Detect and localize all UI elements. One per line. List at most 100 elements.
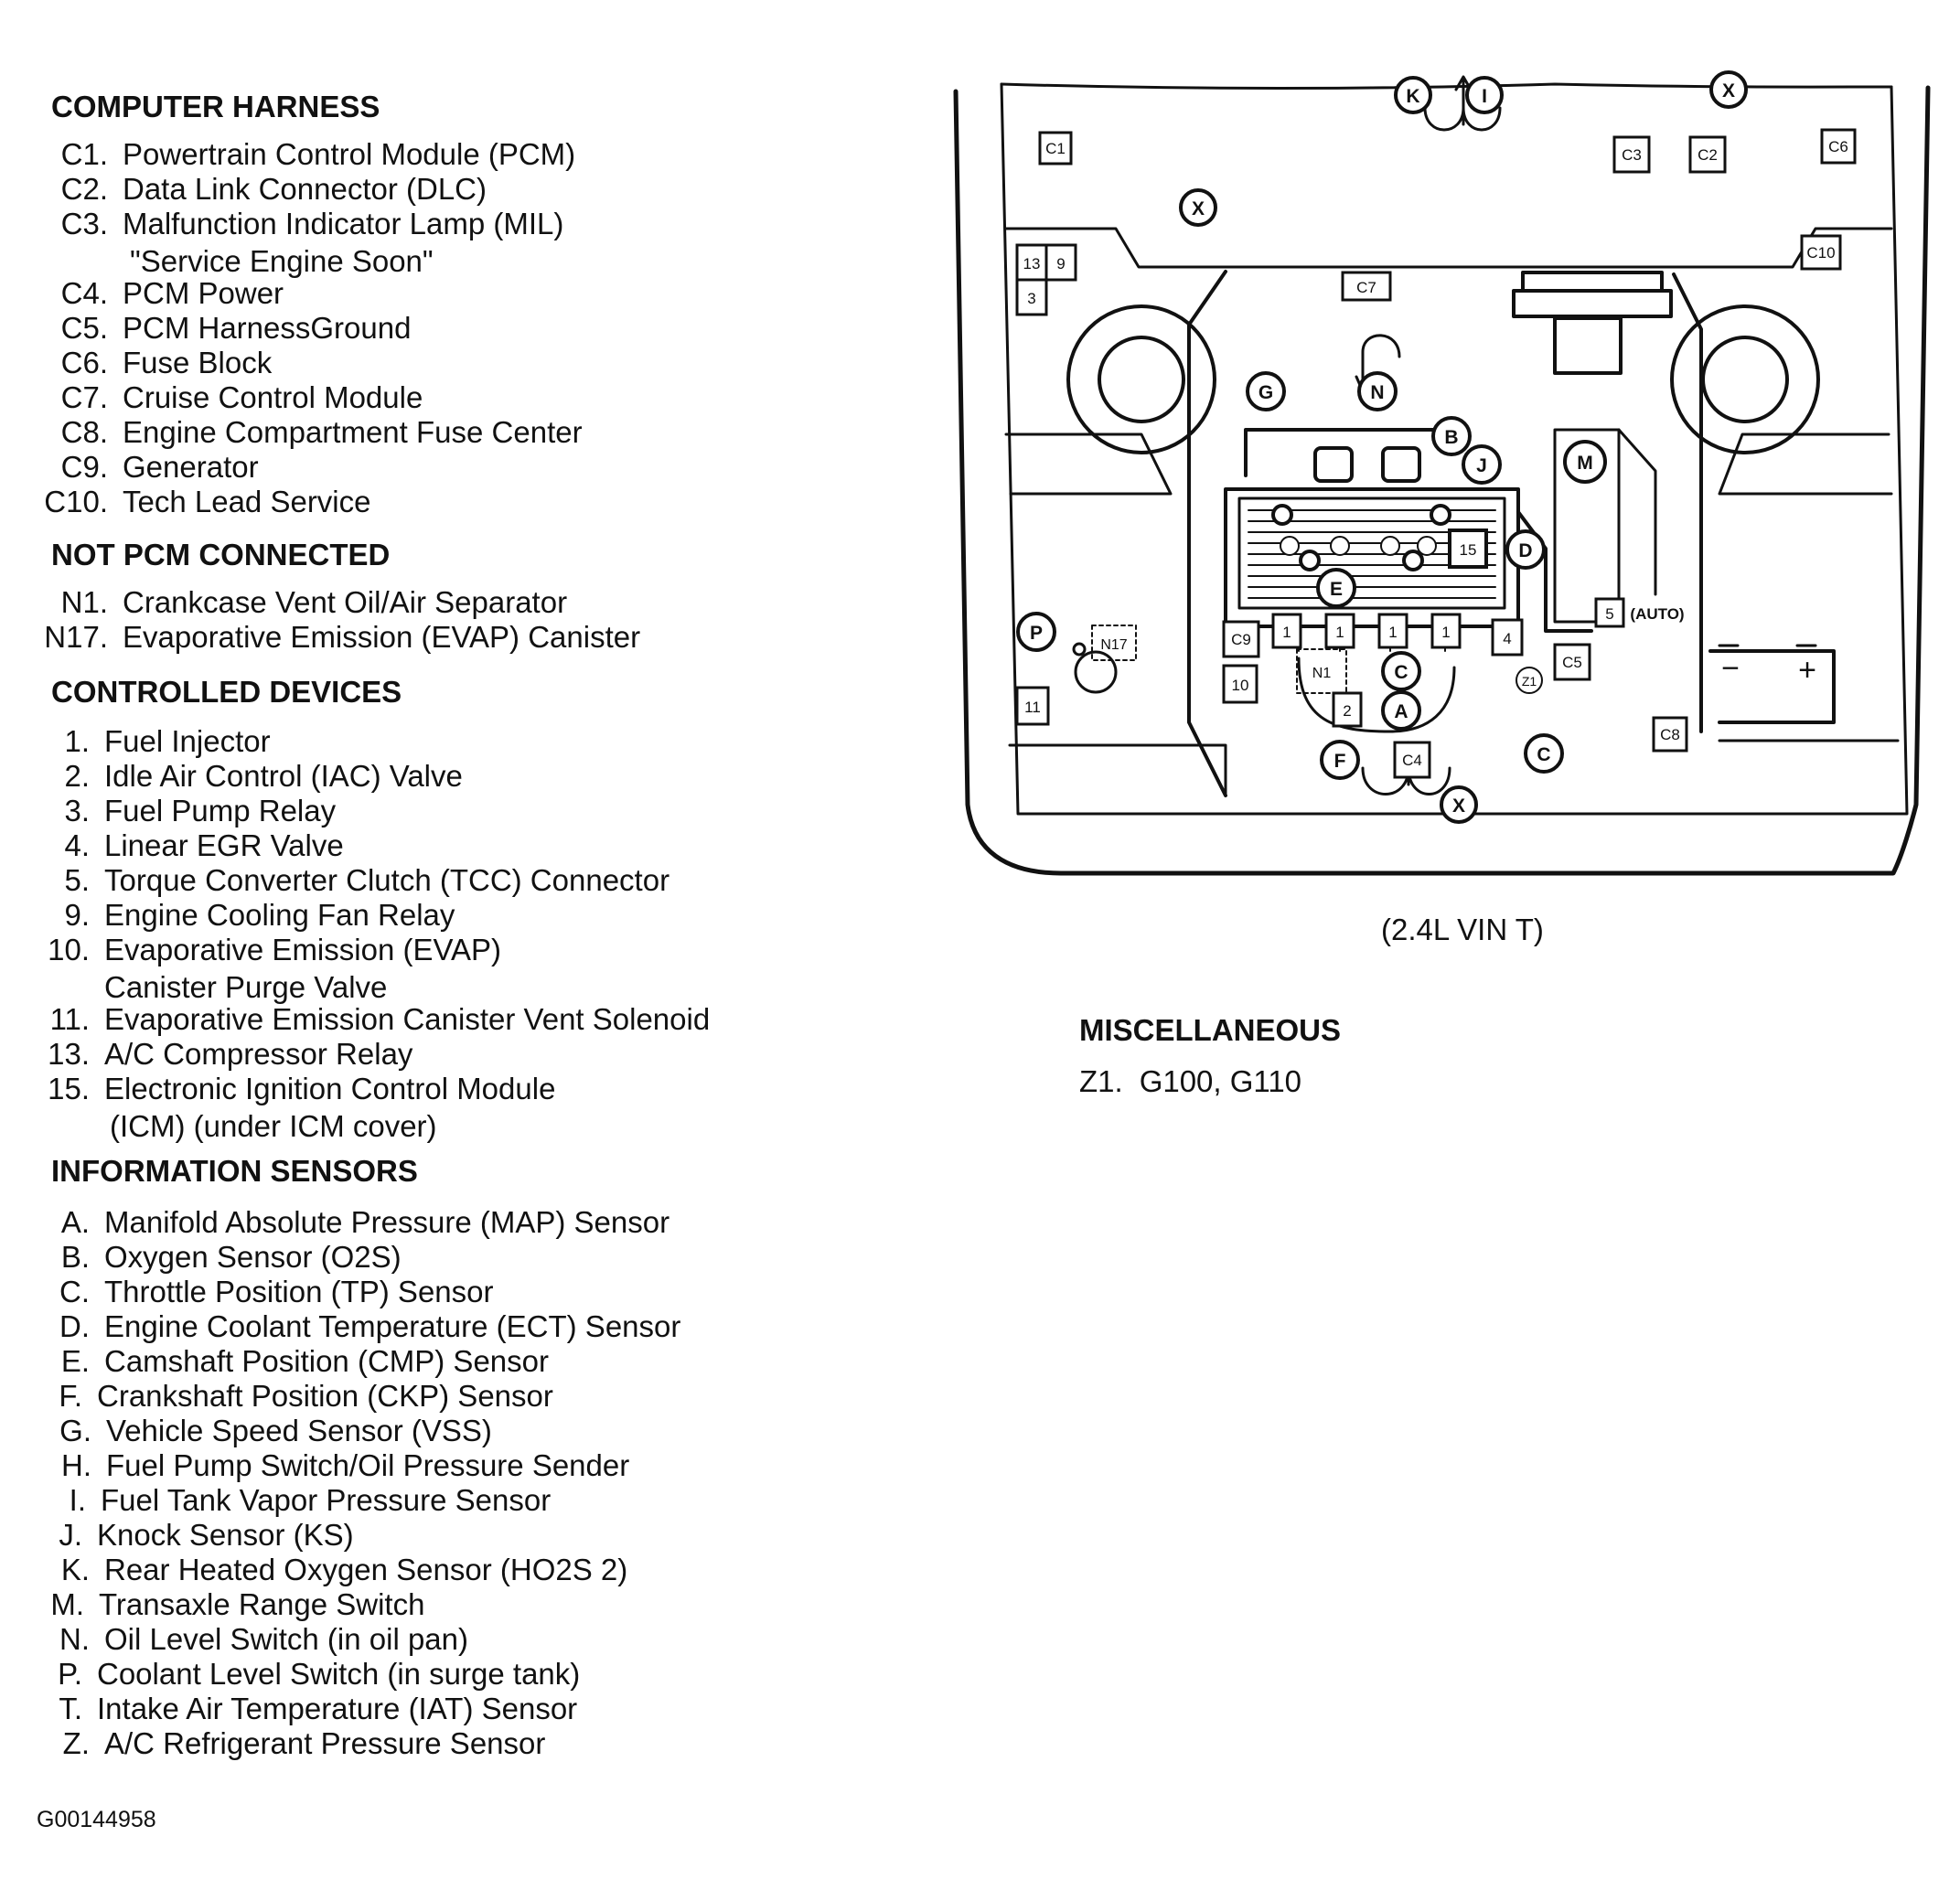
not-pcm-connected-title: NOT PCM CONNECTED [51,538,391,571]
item-text: Generator [123,450,259,484]
n1-label: N1 [1312,666,1332,681]
fuel-injector-label: 1 [1441,624,1450,641]
connector-c3: C3 [1612,135,1651,174]
item-text: Engine Coolant Temperature (ECT) Sensor [104,1309,681,1343]
item-text: A/C Refrigerant Pressure Sensor [104,1726,546,1760]
connector-c2-label: C2 [1698,146,1718,164]
list-item: K.Rear Heated Oxygen Sensor (HO2S 2) [61,1553,627,1587]
item-code: H. [61,1448,91,1482]
item-code: G. [59,1414,91,1447]
item-code: I. [69,1483,86,1517]
item-code: C7. [60,380,108,414]
fuel-injector-1a: 1 [1271,613,1302,649]
sensor-p-marker: P [1016,612,1056,652]
item-code: K. [60,1553,90,1586]
item-code: 2. [64,759,90,793]
connector-c5: C5 [1553,643,1591,681]
sensor-a-label: A [1394,701,1408,722]
sensor-c-marker: C [1381,651,1421,691]
list-item: N17.Evaporative Emission (EVAP) Canister [44,620,640,655]
item-code: C8. [60,415,108,449]
item-text: Engine Compartment Fuse Center [123,415,583,449]
item-text: PCM HarnessGround [123,311,412,345]
diagram-caption: (2.4L VIN T) [1381,913,1544,946]
list-item: 15.Electronic Ignition Control Module(IC… [48,1072,556,1144]
item-text: Fuse Block [123,346,273,379]
fuel-injector-1c: 1 [1377,613,1408,649]
list-item: B.Oxygen Sensor (O2S) [61,1240,402,1275]
component-13: 13 [1015,243,1048,282]
item-code: 10. [48,933,90,966]
item-code: C4. [60,276,108,310]
component-2-label: 2 [1343,702,1351,720]
item-code: C3. [60,207,108,240]
fuel-injector-label: 1 [1282,624,1291,641]
list-item: C3.Malfunction Indicator Lamp (MIL)"Serv… [61,207,564,279]
connector-c4: C4 [1393,741,1431,779]
component-3-label: 3 [1027,290,1035,307]
connector-c2: C2 [1688,135,1727,174]
item-text: Knock Sensor (KS) [97,1518,354,1552]
item-text: PCM Power [123,276,284,310]
fuel-injector-label: 1 [1388,624,1397,641]
component-15: 15 [1448,529,1488,569]
item-code: 11. [49,1002,90,1036]
item-code: 3. [64,794,90,828]
item-code: N1. [60,585,108,619]
list-item: 9.Engine Cooling Fan Relay [64,898,455,933]
marker-x-label: X [1452,796,1465,817]
list-item: C4. PCM Power [61,276,284,311]
item-code: N. [59,1622,90,1656]
component-15-label: 15 [1460,541,1477,559]
component-2: 2 [1332,691,1363,728]
figure-id: G00144958 [37,1807,156,1832]
auto-label: (AUTO) [1630,605,1684,623]
connector-c7: C7 [1341,271,1392,302]
component-10: 10 [1222,664,1258,704]
ground-z1-label: Z1 [1522,674,1537,689]
item-text: Fuel Injector [104,724,271,758]
item-text: Evaporative Emission Canister Vent Solen… [104,1002,711,1036]
item-code: 4. [64,828,90,862]
item-text: Fuel Pump Relay [104,794,337,828]
item-text: Fuel Tank Vapor Pressure Sensor [101,1483,552,1517]
marker-x-left: X [1179,188,1217,227]
connector-c9-label: C9 [1231,631,1251,648]
item-code: F. [59,1379,82,1413]
item-text: Manifold Absolute Pressure (MAP) Sensor [104,1205,670,1239]
item-text: Electronic Ignition Control Module [104,1072,556,1105]
sensor-n-label: N [1370,382,1384,403]
sensor-f-label: F [1334,751,1346,772]
list-item: 10.Evaporative Emission (EVAP)Canister P… [48,933,501,1005]
list-item: C8. Engine Compartment Fuse Center [61,415,583,450]
list-item: I. Fuel Tank Vapor Pressure Sensor [70,1483,552,1518]
miscellaneous-title: MISCELLANEOUS [1079,1013,1342,1047]
ground-z1-marker: Z1 [1516,667,1543,694]
list-item: D.Engine Coolant Temperature (ECT) Senso… [59,1309,681,1344]
item-text: Crankcase Vent Oil/Air Separator [123,585,568,619]
marker-x-top: X [1709,70,1748,109]
list-item: 2.Idle Air Control (IAC) Valve [64,759,462,794]
list-item: C10.Tech Lead Service [44,485,371,519]
item-code: 9. [64,898,90,932]
item-text: A/C Compressor Relay [104,1037,413,1071]
item-text: Transaxle Range Switch [99,1587,425,1621]
item-text: Data Link Connector (DLC) [123,172,487,206]
sensor-i-marker: I [1465,76,1504,114]
sensor-k-marker: K [1394,76,1432,114]
item-text: Tech Lead Service [123,485,371,518]
item-code: 5. [64,863,90,897]
component-9: 9 [1044,243,1077,282]
marker-x-bottom: X [1440,785,1478,824]
fuel-injector-1d: 1 [1430,613,1462,649]
item-code: M. [50,1587,84,1621]
connector-c8-label: C8 [1660,726,1680,743]
list-item: C1.Powertrain Control Module (PCM) [61,137,576,172]
sensor-c-label: C [1537,744,1550,765]
controlled-devices-title: CONTROLLED DEVICES [51,675,402,709]
connector-c3-label: C3 [1622,146,1642,164]
battery-negative-label: − [1721,651,1740,686]
item-text: Oil Level Switch (in oil pan) [104,1622,468,1656]
list-item: C6.Fuse Block [61,346,273,380]
sensor-m-marker: M [1563,440,1607,484]
